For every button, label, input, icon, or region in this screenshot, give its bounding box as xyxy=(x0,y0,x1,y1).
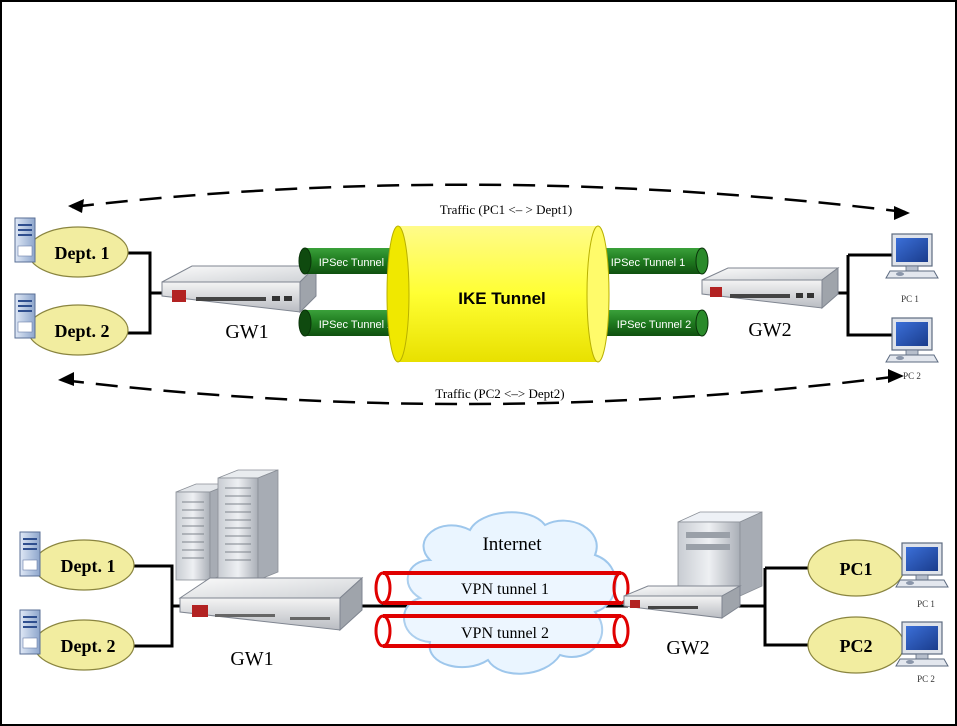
pc-icon xyxy=(895,542,949,588)
gw1-router-icon xyxy=(178,576,364,632)
gw2-label: GW2 xyxy=(748,319,791,341)
gw1-label: GW1 xyxy=(230,648,273,670)
vpn-tunnel-2-label: VPN tunnel 2 xyxy=(461,625,549,642)
ipsec-right-1-label: IPSec Tunnel 1 xyxy=(611,257,686,269)
gw1-label: GW1 xyxy=(225,321,268,343)
arrowhead-left-icon xyxy=(58,372,74,386)
pc1-ellipse-label: PC1 xyxy=(840,559,873,579)
ipsec-left-2-label: IPSec Tunnel 2 xyxy=(319,319,394,331)
gw1-router-icon xyxy=(161,264,318,314)
pc2-ellipse-label: PC2 xyxy=(840,636,873,656)
traffic-arc-bottom xyxy=(61,374,901,406)
internet-cloud-icon xyxy=(403,511,617,675)
internet-label: Internet xyxy=(482,534,542,555)
ipsec-tunnel-left-1: IPSec Tunnel 1 xyxy=(298,247,395,275)
traffic-arc-top xyxy=(71,183,906,214)
gw2-label: GW2 xyxy=(666,637,709,659)
ike-tunnel: IKE Tunnel xyxy=(386,225,610,363)
traffic-label-top: Traffic (PC1 <– > Dept1) xyxy=(440,202,572,217)
dept1-label: Dept. 1 xyxy=(61,556,116,576)
vpn-tunnel-1-label: VPN tunnel 1 xyxy=(461,581,549,598)
pc2-label: PC 2 xyxy=(903,371,921,381)
dept2-label: Dept. 2 xyxy=(61,636,116,656)
arrowhead-right-icon xyxy=(888,369,904,383)
traffic-label-bottom: Traffic (PC2 <–> Dept2) xyxy=(435,386,564,401)
pc2-label: PC 2 xyxy=(917,674,935,684)
building-icon xyxy=(175,469,279,581)
pc-icon xyxy=(895,621,949,667)
ike-tunnel-label: IKE Tunnel xyxy=(458,289,546,308)
server-icon xyxy=(14,293,36,339)
pc1-label: PC 1 xyxy=(901,294,919,304)
ipsec-tunnel-right-1: IPSec Tunnel 1 xyxy=(598,247,709,275)
pc-icon xyxy=(885,317,939,363)
server-icon xyxy=(14,217,36,263)
dept2-label: Dept. 2 xyxy=(55,321,110,341)
arrowhead-right-icon xyxy=(894,206,910,220)
arrowhead-left-icon xyxy=(68,199,84,213)
server-icon xyxy=(19,609,41,655)
server-icon xyxy=(19,531,41,577)
gw2-router-icon xyxy=(623,585,742,619)
ipsec-left-1-label: IPSec Tunnel 1 xyxy=(319,257,394,269)
ipsec-right-2-label: IPSec Tunnel 2 xyxy=(617,319,692,331)
gw2-router-icon xyxy=(701,267,840,310)
top-diagram: Traffic (PC1 <– > Dept1) Traffic (PC2 <–… xyxy=(14,183,939,406)
server-tower-icon xyxy=(677,511,763,597)
ipsec-tunnel-left-2: IPSec Tunnel 2 xyxy=(298,309,395,337)
ipsec-tunnel-right-2: IPSec Tunnel 2 xyxy=(598,309,709,337)
dept1-label: Dept. 1 xyxy=(55,243,110,263)
pc1-label: PC 1 xyxy=(917,599,935,609)
vpn-tunnel-1: VPN tunnel 1 xyxy=(374,571,630,605)
vpn-tunnel-2: VPN tunnel 2 xyxy=(374,614,630,648)
pc-icon xyxy=(885,233,939,279)
bottom-diagram: Internet VPN tunnel 1 VPN tunnel 2 xyxy=(19,469,949,684)
